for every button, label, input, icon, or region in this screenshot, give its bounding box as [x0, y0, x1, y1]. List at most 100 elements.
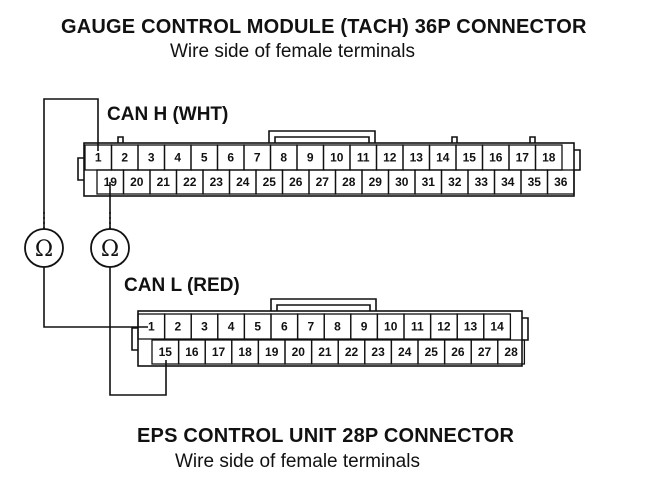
gauge-pin-20: 20	[122, 169, 151, 195]
eps-connector-title: EPS CONTROL UNIT 28P CONNECTOR	[137, 425, 515, 447]
pin-number: 24	[398, 345, 412, 359]
lead-probe-marks	[43, 212, 111, 229]
pin-number: 26	[451, 345, 465, 359]
eps-connector-side-notch	[131, 327, 138, 351]
pin-number: 16	[489, 151, 503, 165]
pin-number: 35	[528, 175, 542, 189]
lead-meter1-to-eps-pin1	[43, 267, 148, 328]
gauge-pin-31: 31	[414, 169, 443, 195]
pin-number: 17	[212, 345, 226, 359]
gauge-pin-11: 11	[349, 144, 378, 171]
pin-number: 25	[263, 175, 277, 189]
pin-number: 2	[121, 151, 128, 165]
eps-pin-9: 9	[350, 313, 379, 340]
eps-pin-5: 5	[243, 313, 272, 340]
pin-number: 34	[501, 175, 515, 189]
pin-number: 8	[334, 320, 341, 334]
gauge-pin-7: 7	[243, 144, 272, 171]
gauge-pin-4: 4	[163, 144, 192, 171]
pin-number: 36	[554, 175, 568, 189]
pin-number: 24	[236, 175, 250, 189]
pin-number: 12	[437, 320, 451, 334]
gauge-pin-14: 14	[428, 144, 457, 171]
eps-pin-2: 2	[163, 313, 192, 340]
pin-number: 9	[361, 320, 368, 334]
pin-number: 13	[464, 320, 478, 334]
eps-pin-6: 6	[270, 313, 299, 340]
eps-pin-20: 20	[284, 339, 313, 365]
eps-pin-3: 3	[190, 313, 219, 340]
pin-number: 18	[542, 151, 556, 165]
eps-pin-14: 14	[483, 313, 512, 340]
pin-number: 7	[254, 151, 261, 165]
gauge-pin-15: 15	[455, 144, 484, 171]
gauge-pin-16: 16	[481, 144, 510, 171]
gauge-pin-6: 6	[216, 144, 245, 171]
gauge-connector-title: GAUGE CONTROL MODULE (TACH) 36P CONNECTO…	[61, 16, 587, 38]
pin-number: 6	[227, 151, 234, 165]
pin-number: 3	[148, 151, 155, 165]
pin-number: 28	[504, 345, 518, 359]
eps-pin-26: 26	[443, 339, 472, 365]
gauge-pin-26: 26	[281, 169, 310, 195]
gauge-pin-8: 8	[269, 144, 298, 171]
pin-number: 11	[357, 151, 370, 165]
gauge-pin-21: 21	[149, 169, 178, 195]
pin-number: 2	[175, 320, 182, 334]
gauge-pin-22: 22	[175, 169, 204, 195]
ohmmeter-1: Ω	[24, 228, 64, 268]
pin-number: 28	[342, 175, 356, 189]
ohm-symbol: Ω	[35, 237, 53, 262]
gauge-pin-35: 35	[520, 169, 549, 195]
pin-number: 13	[410, 151, 424, 165]
gauge-connector-lock-tab	[268, 130, 376, 143]
eps-pin-19: 19	[257, 339, 286, 365]
gauge-pin-28: 28	[334, 169, 363, 195]
pin-number: 22	[183, 175, 197, 189]
pin-number: 9	[307, 151, 314, 165]
eps-pin-23: 23	[364, 339, 393, 365]
gauge-pin-24: 24	[228, 169, 257, 195]
eps-pin-21: 21	[310, 339, 339, 365]
eps-pin-17: 17	[204, 339, 233, 365]
pin-number: 6	[281, 320, 288, 334]
pin-number: 12	[383, 151, 397, 165]
ohmmeter-2: Ω	[90, 228, 130, 268]
gauge-pin-29: 29	[361, 169, 390, 195]
pin-number: 5	[254, 320, 261, 334]
pin-number: 21	[157, 175, 171, 189]
gauge-pin-34: 34	[493, 169, 522, 195]
pin-number: 18	[238, 345, 252, 359]
pin-number: 23	[210, 175, 224, 189]
eps-pin-11: 11	[403, 313, 432, 340]
pin-number: 21	[318, 345, 332, 359]
gauge-connector-side-notch	[77, 157, 84, 181]
eps-pin-25: 25	[417, 339, 446, 365]
eps-pin-4: 4	[217, 313, 246, 340]
pin-number: 17	[516, 151, 530, 165]
pin-number: 32	[448, 175, 462, 189]
ohmmeter-icon	[90, 228, 130, 268]
eps-pin-18: 18	[231, 339, 260, 365]
pin-number: 1	[148, 320, 155, 334]
gauge-pin-32: 32	[440, 169, 469, 195]
pin-number: 19	[265, 345, 279, 359]
eps-pin-7: 7	[296, 313, 325, 340]
pin-number: 15	[463, 151, 477, 165]
pin-number: 4	[174, 151, 181, 165]
gauge-pin-18: 18	[534, 144, 563, 171]
gauge-pin-10: 10	[322, 144, 351, 171]
gauge-pin-36: 36	[546, 169, 575, 195]
pin-number: 20	[292, 345, 306, 359]
pin-number: 31	[422, 175, 436, 189]
pin-number: 4	[228, 320, 235, 334]
gauge-pin-3: 3	[137, 144, 166, 171]
gauge-pin-30: 30	[387, 169, 416, 195]
pin-number: 33	[475, 175, 489, 189]
pin-cell	[497, 339, 526, 365]
gauge-pin-25: 25	[255, 169, 284, 195]
